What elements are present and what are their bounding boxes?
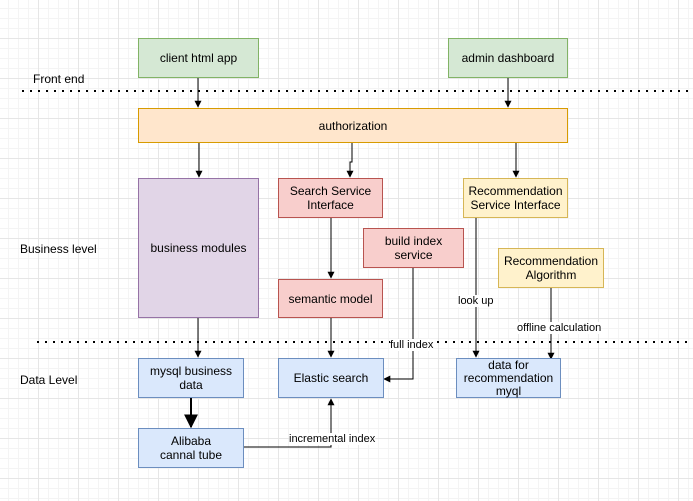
edge-alibaba-elastic (244, 398, 335, 448)
level-label-business: Business level (20, 242, 97, 256)
level-label-front-end: Front end (33, 72, 85, 86)
node-build-index-service[interactable]: build index service (363, 228, 464, 268)
edge-label-offline-calculation: offline calculation (517, 322, 602, 334)
edge-label-look-up: look up (458, 295, 494, 307)
node-elastic-search[interactable]: Elastic search (278, 358, 384, 398)
node-data-for-recommendation[interactable]: data for recommendation myql (456, 358, 561, 398)
edge-auth-search (346, 143, 354, 178)
node-semantic-model[interactable]: semantic model (278, 279, 383, 318)
node-recommendation-algorithm[interactable]: Recommendation Algorithm (498, 248, 604, 288)
node-admin-dashboard[interactable]: admin dashboard (448, 38, 568, 78)
level-label-data: Data Level (20, 373, 78, 387)
edge-build-index-elastic (383, 268, 414, 383)
node-recommendation-service-interface[interactable]: Recommendation Service Interface (463, 178, 568, 218)
node-mysql-business-data[interactable]: mysql business data (138, 358, 244, 398)
node-search-service-interface[interactable]: Search Service Interface (278, 178, 383, 218)
node-business-modules[interactable]: business modules (138, 178, 259, 318)
node-authorization[interactable]: authorization (138, 108, 568, 143)
node-alibaba-cannal-tube[interactable]: Alibaba cannal tube (138, 428, 244, 468)
edge-label-full-index: full index (390, 339, 434, 351)
node-client-html-app[interactable]: client html app (138, 38, 259, 78)
edge-label-incremental-index: incremental index (289, 433, 376, 445)
